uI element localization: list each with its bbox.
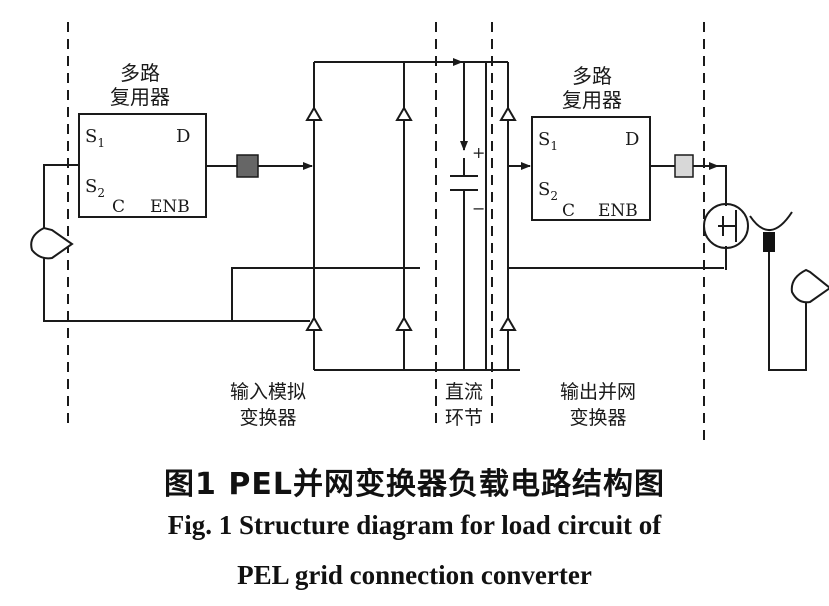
diode-right-top bbox=[499, 106, 517, 121]
pin-d-right: D bbox=[625, 129, 639, 150]
section-output-2: 变换器 bbox=[569, 407, 626, 429]
diode-left-2-bottom bbox=[395, 316, 413, 331]
mux-right-title-1: 多路 bbox=[572, 64, 612, 88]
pin-s1-right: S1 bbox=[538, 129, 558, 153]
diode-left-2-top bbox=[395, 106, 413, 121]
meter-bar bbox=[763, 232, 775, 252]
section-dc-2: 环节 bbox=[445, 407, 483, 429]
pin-c-left: C bbox=[112, 197, 125, 217]
meter-circle bbox=[703, 203, 749, 249]
capacitor-minus: − bbox=[472, 199, 485, 218]
pin-s2-right: S2 bbox=[538, 179, 558, 203]
ac-source-right-icon bbox=[790, 268, 829, 304]
pin-enb-right: ENB bbox=[598, 201, 638, 221]
section-input-2: 变换器 bbox=[239, 407, 296, 429]
grid-arc-icon bbox=[749, 211, 793, 232]
diode-left-1-top bbox=[305, 106, 323, 121]
pin-enb-left: ENB bbox=[150, 197, 190, 217]
figure-caption-en-line1: Fig. 1 Structure diagram for load circui… bbox=[167, 510, 662, 540]
pin-s2-left: S2 bbox=[85, 176, 105, 200]
mux-left-title-1: 多路 bbox=[120, 61, 160, 85]
section-input-1: 输入模拟 bbox=[230, 381, 306, 403]
diode-left-1-bottom bbox=[305, 316, 323, 331]
figure-caption-cn: 图1 PEL并网变换器负载电路结构图 bbox=[164, 467, 665, 502]
section-dc-1: 直流 bbox=[445, 381, 483, 403]
section-output-1: 输出并网 bbox=[560, 381, 636, 403]
pin-d-left: D bbox=[176, 126, 190, 147]
mux-right-title-2: 复用器 bbox=[562, 88, 622, 112]
connector-left bbox=[236, 154, 259, 178]
grid-wire bbox=[706, 165, 727, 206]
ac-source-left-icon bbox=[30, 226, 74, 260]
connector-right bbox=[674, 154, 694, 178]
left-return-wire bbox=[231, 267, 420, 321]
left-source-wire bbox=[43, 164, 310, 322]
meter-dial bbox=[718, 210, 737, 242]
load-wire bbox=[768, 248, 807, 371]
mux-left-title-2: 复用器 bbox=[110, 85, 170, 109]
capacitor-plus: + bbox=[472, 143, 485, 162]
mux-right-box bbox=[531, 116, 651, 221]
pin-c-right: C bbox=[562, 201, 575, 221]
figure-caption-en-line2: PEL grid connection converter bbox=[237, 560, 592, 590]
diode-right-bottom bbox=[499, 316, 517, 331]
pin-s1-left: S1 bbox=[85, 126, 105, 150]
